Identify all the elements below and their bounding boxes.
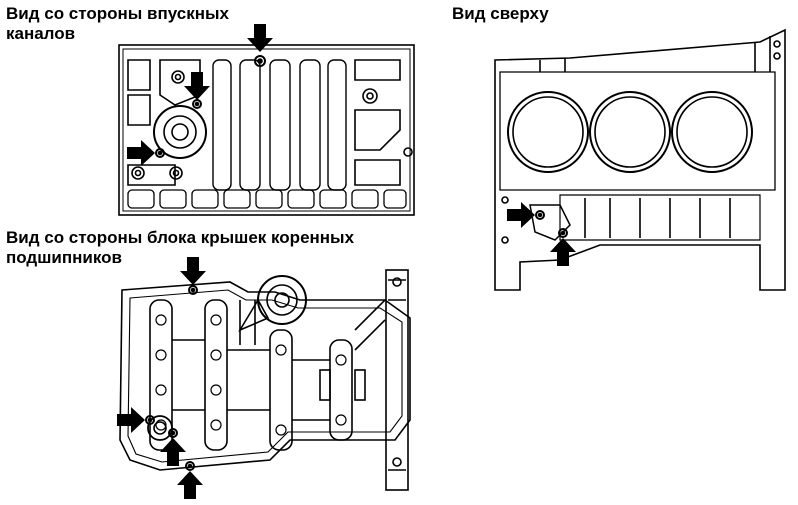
intake-side-view-drawing (118, 44, 415, 216)
arrow-up-icon (550, 238, 576, 266)
intake-side-view-caption-line1: Вид со стороны впускных (6, 4, 229, 23)
main-bearing-cap-view-drawing (119, 269, 411, 491)
intake-side-view-caption: Вид со стороны впускных каналов (6, 4, 229, 44)
top-view-drawing (494, 28, 786, 291)
top-view-caption: Вид сверху (452, 4, 549, 23)
arrow-right-icon (127, 140, 155, 166)
main-bearing-cap-view-caption-line2: подшипников (6, 248, 122, 267)
arrow-down-icon (184, 72, 210, 100)
main-bearing-cap-view-caption-line1: Вид со стороны блока крышек коренных (6, 228, 355, 247)
arrow-up-icon (177, 471, 203, 499)
arrow-down-icon (247, 24, 273, 52)
main-bearing-cap-view-caption: Вид со стороны блока крышек коренных под… (6, 228, 354, 268)
intake-side-view-caption-line2: каналов (6, 24, 76, 43)
arrow-down-icon (180, 257, 206, 285)
arrow-right-icon (117, 407, 145, 433)
